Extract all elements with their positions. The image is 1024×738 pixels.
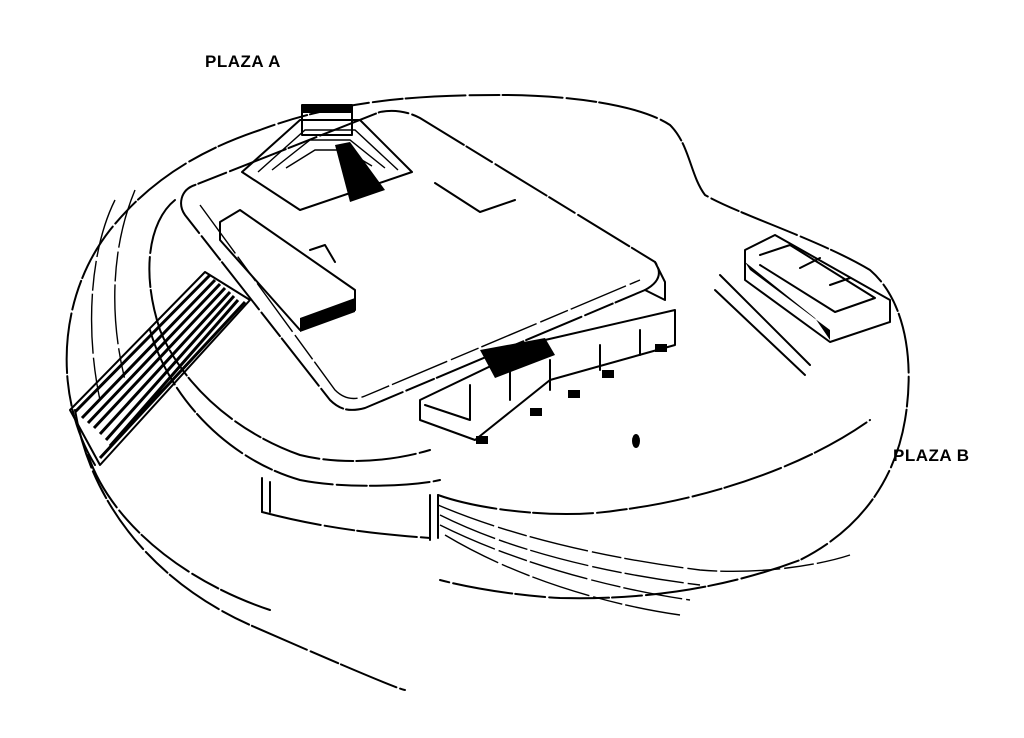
temple-pyramid	[241, 104, 413, 211]
plaza-a-label: PLAZA A	[205, 52, 281, 71]
stairway	[69, 271, 251, 466]
plaza-b-building	[714, 234, 891, 376]
long-building	[219, 209, 356, 332]
platform-marks	[434, 182, 516, 213]
main-platform	[180, 109, 666, 411]
range-building	[419, 309, 676, 444]
plaza-b-label: PLAZA B	[893, 446, 970, 465]
human-figure	[632, 434, 640, 448]
outer-terrace-outline	[65, 94, 910, 691]
mid-terrace	[148, 199, 871, 616]
